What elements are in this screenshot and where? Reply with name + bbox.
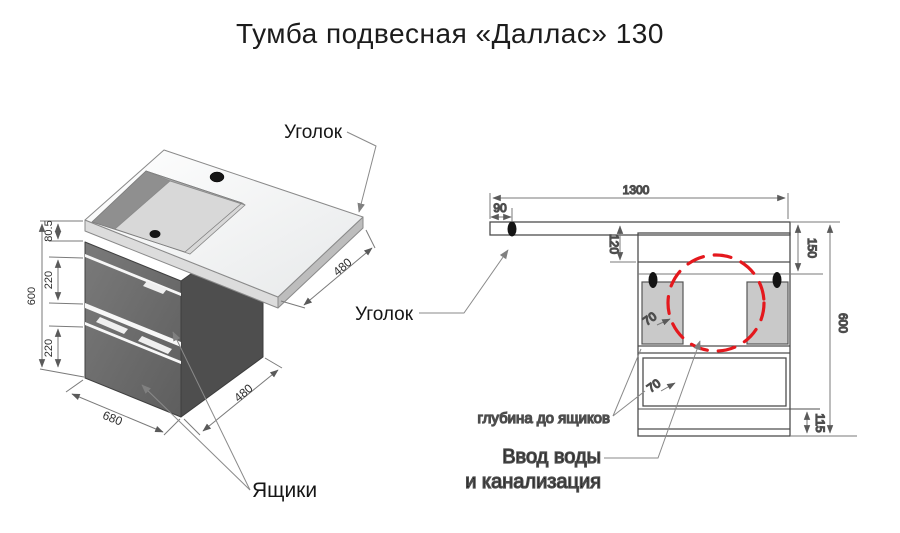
dim-cabinet-width: 680 (101, 408, 125, 429)
dim-front-total-height: 600 (836, 313, 850, 333)
bracket-oval-right (772, 272, 782, 288)
leader-drawer-depth-1 (612, 348, 642, 417)
faucet-hole (209, 171, 225, 183)
page-title: Тумба подвесная «Даллас» 130 (236, 18, 664, 49)
iso-drawer-highlight-1 (143, 281, 167, 294)
label-drawers: Ящики (252, 479, 317, 502)
drain-hole (149, 230, 161, 238)
dim-countertop-depth: 480 (330, 255, 355, 279)
front-drawer-box-left (641, 281, 684, 345)
iso-drawer-highlight-2 (96, 317, 128, 334)
basin-rim (91, 170, 243, 253)
dim-total-width: 1300 (623, 183, 650, 197)
dim-drawer-2-height: 220 (43, 339, 55, 357)
iso-dim-countertop-depth (280, 229, 376, 309)
leader-drawers-2 (172, 331, 251, 491)
basin-floor (114, 180, 246, 255)
leader-drawers-1 (141, 384, 251, 491)
iso-drawer-gap-3 (85, 322, 181, 364)
bracket-oval-left (648, 272, 658, 288)
dim-countertop-zone-height: 80.5 (43, 220, 55, 241)
iso-dim-cabinet-width (65, 379, 181, 436)
label-corner-bracket-top: Уголок (284, 122, 343, 143)
leader-water-inlet (604, 340, 701, 459)
water-inlet-zone-circle (666, 253, 766, 353)
dim-iso-total-height: 600 (26, 287, 38, 305)
iso-drawer-highlight-3 (138, 336, 172, 354)
front-lower-drawer-opening (642, 357, 787, 407)
dim-top-inset: 120 (607, 234, 621, 254)
label-drawer-depth: глубина до ящиков (478, 410, 611, 427)
leader-bracket-front (419, 249, 509, 314)
leader-drawer-depth-2 (612, 390, 646, 417)
dim-top-band-height: 150 (805, 238, 819, 258)
dim-drawer-1-height: 220 (43, 271, 55, 289)
label-corner-bracket-front: Уголок (355, 304, 414, 325)
dim-bracket-offset: 90 (493, 201, 507, 215)
label-water-inlet-line1: Ввод воды (502, 446, 601, 468)
iso-drawer-gap-2 (85, 303, 181, 347)
dim-bottom-band-height: 115 (813, 413, 827, 432)
iso-dimensions-left (38, 220, 85, 378)
front-countertop (489, 221, 791, 236)
iso-sink-basin (91, 170, 246, 255)
dim-clearance-lower: 70 (644, 376, 663, 395)
label-water-inlet-line2: и канализация (465, 471, 601, 493)
iso-dim-cabinet-depth (183, 357, 283, 436)
front-view: 1300 90 120 150 600 115 70 70 глубина до… (465, 182, 857, 494)
dim-cabinet-depth: 480 (231, 381, 256, 405)
iso-view: 80.5 220 220 600 480 680 (26, 122, 509, 502)
bracket-oval-countertop (507, 221, 517, 237)
front-dimensions (489, 193, 834, 434)
leader-bracket-top (346, 131, 377, 213)
front-cabinet-outline (637, 232, 791, 437)
